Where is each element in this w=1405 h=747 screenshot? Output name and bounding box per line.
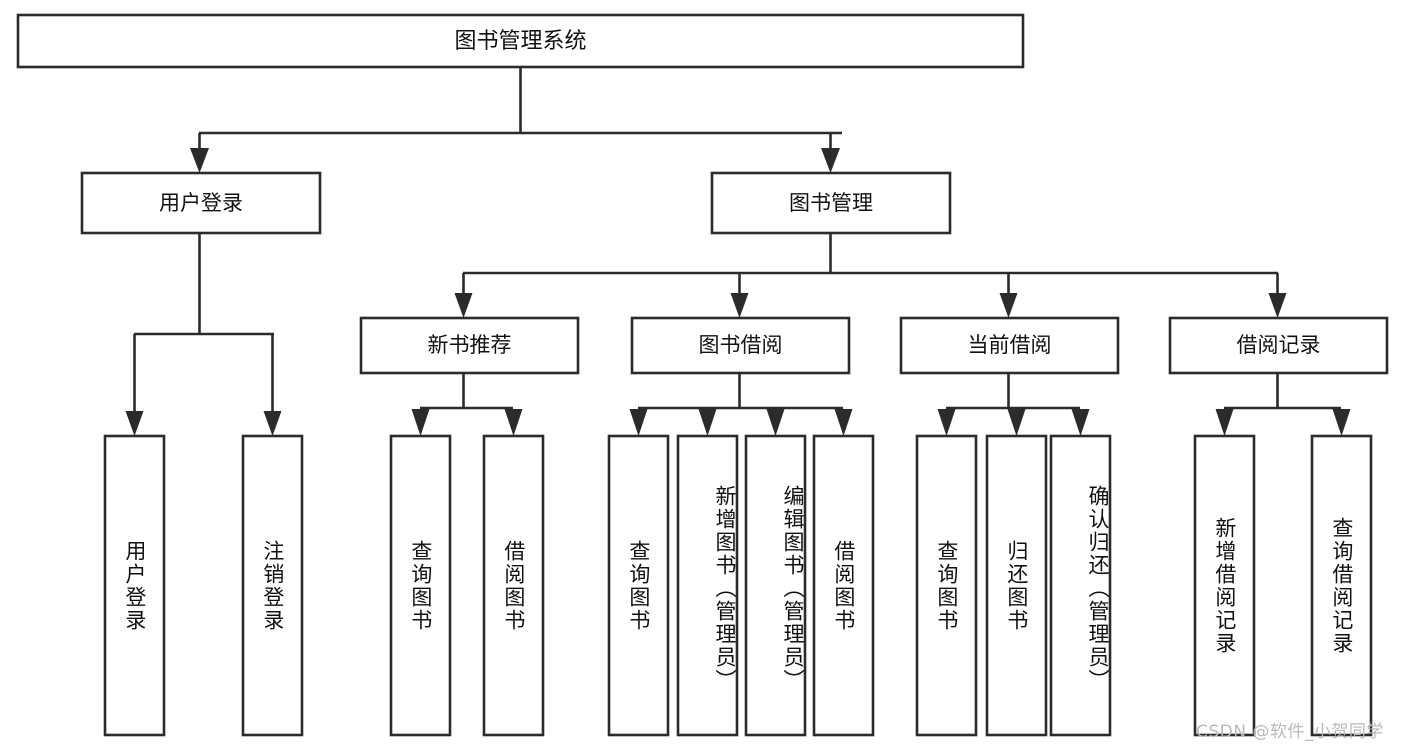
- node-box-new-book-recommend[interactable]: [359, 316, 580, 375]
- node-box-book-borrow[interactable]: [630, 316, 851, 375]
- node-box-leaf-query-book-3[interactable]: [915, 434, 978, 737]
- arrow-borrow-record-leaf-1: [1215, 409, 1234, 436]
- node-label-root: 图书管理系统: [454, 29, 586, 54]
- connector-group-current-borrow: [937, 373, 1090, 436]
- node-box-leaf-borrow-book-1[interactable]: [482, 434, 545, 737]
- node-box-leaf-user-login[interactable]: [103, 434, 166, 737]
- arrow-book-manage-to-new-book: [454, 293, 473, 318]
- arrow-root-to-user-login: [190, 148, 209, 173]
- node-box-leaf-return-book[interactable]: [985, 434, 1048, 737]
- node-label-new-book-recommend: 新书推荐: [428, 333, 512, 357]
- node-box-leaf-borrow-book-2[interactable]: [812, 434, 875, 737]
- arrow-root-to-book-manage: [821, 148, 840, 173]
- arrow-book-manage-to-book-borrow: [730, 293, 749, 318]
- arrow-book-borrow-leaf-2: [698, 409, 717, 436]
- node-box-leaf-add-record[interactable]: [1193, 434, 1256, 737]
- node-box-leaf-confirm-return[interactable]: [1049, 434, 1112, 737]
- node-box-book-manage[interactable]: [710, 171, 952, 235]
- arrow-book-borrow-leaf-4: [834, 409, 853, 436]
- node-box-user-login[interactable]: [80, 171, 322, 235]
- node-box-leaf-edit-book[interactable]: [744, 434, 807, 737]
- arrow-book-borrow-leaf-1: [629, 409, 648, 436]
- arrow-new-book-leaf-2: [504, 409, 523, 436]
- node-label-user-login: 用户登录: [159, 191, 243, 215]
- arrow-user-login-leaf-1: [125, 411, 144, 436]
- connector-group-book-manage: [454, 233, 1287, 318]
- arrow-user-login-leaf-2: [263, 411, 282, 436]
- node-box-leaf-query-record[interactable]: [1310, 434, 1373, 737]
- connector-group-new-book-recommend: [411, 373, 523, 436]
- node-box-leaf-user-logout[interactable]: [241, 434, 304, 737]
- arrow-current-borrow-leaf-2: [1007, 409, 1026, 436]
- node-box-root[interactable]: [16, 13, 1025, 69]
- connector-group-user-login: [125, 233, 282, 436]
- arrow-current-borrow-leaf-3: [1071, 409, 1090, 436]
- connector-group-borrow-record: [1215, 373, 1351, 436]
- node-label-book-manage: 图书管理: [789, 191, 873, 215]
- node-box-leaf-query-book-1[interactable]: [389, 434, 452, 737]
- node-box-leaf-add-book[interactable]: [676, 434, 739, 737]
- node-box-leaf-query-book-2[interactable]: [607, 434, 670, 737]
- node-label-borrow-record: 借阅记录: [1237, 333, 1321, 357]
- watermark-text: CSDN @软件_小贺同学: [1196, 722, 1384, 742]
- arrow-book-manage-to-borrow-record: [1268, 293, 1287, 318]
- arrow-book-manage-to-current-borrow: [999, 293, 1018, 318]
- node-label-current-borrow: 当前借阅: [968, 333, 1052, 357]
- connector-group-book-borrow: [629, 373, 853, 436]
- arrow-new-book-leaf-1: [411, 409, 430, 436]
- arrow-book-borrow-leaf-3: [766, 409, 785, 436]
- node-box-current-borrow[interactable]: [899, 316, 1120, 375]
- arrow-current-borrow-leaf-1: [937, 409, 956, 436]
- arrow-borrow-record-leaf-2: [1332, 409, 1351, 436]
- node-box-borrow-record[interactable]: [1168, 316, 1389, 375]
- connector-group-root: [190, 67, 842, 173]
- node-label-book-borrow: 图书借阅: [699, 333, 783, 357]
